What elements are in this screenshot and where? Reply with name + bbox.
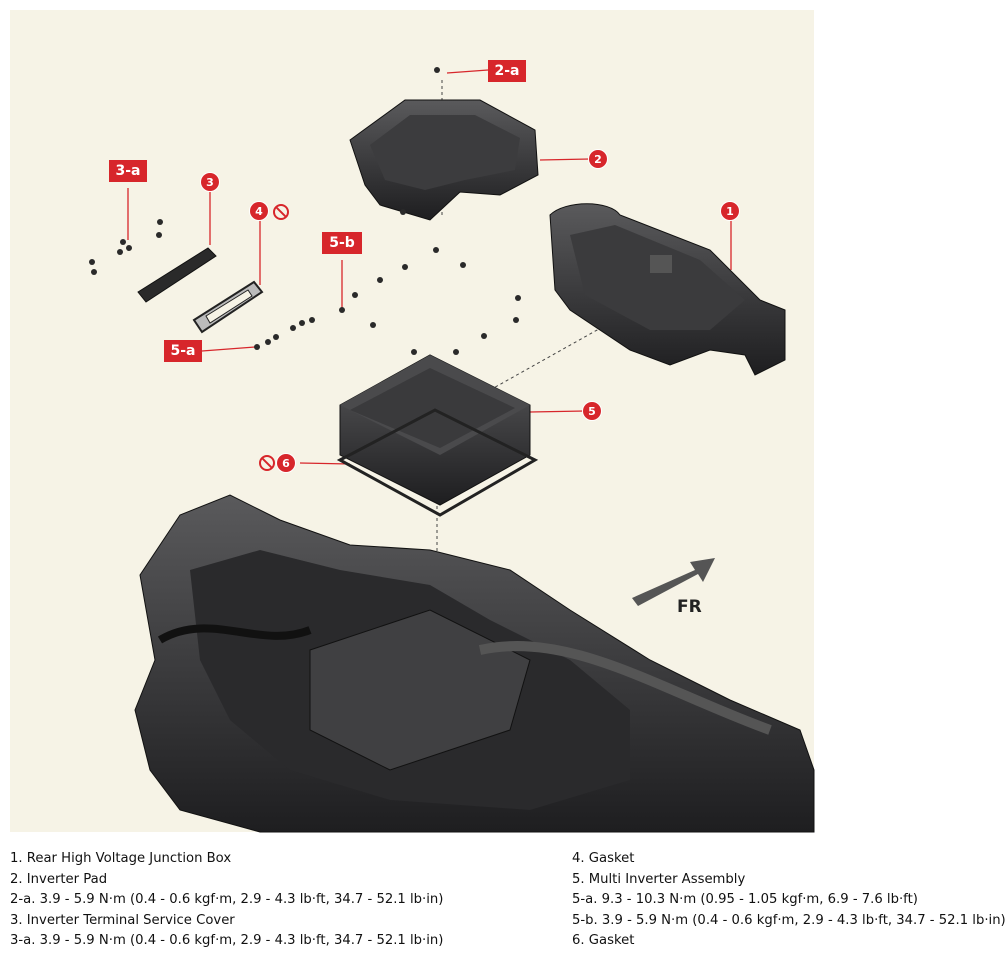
callout-4: 4	[250, 202, 268, 220]
legend-item: 5-b. 3.9 - 5.9 N·m (0.4 - 0.6 kgf·m, 2.9…	[572, 912, 1006, 928]
do-not-reuse-icon	[259, 455, 275, 471]
callout-2a: 2-a	[488, 60, 526, 82]
legend-item: 2. Inverter Pad	[10, 871, 108, 887]
multi-inverter-part	[339, 354, 531, 506]
legend-right: 4. Gasket 5. Multi Inverter Assembly 5-a…	[572, 849, 1006, 952]
legend-item: 1. Rear High Voltage Junction Box	[10, 851, 232, 866]
legend-item: 4. Gasket	[572, 851, 635, 866]
inverter-pad-part	[349, 99, 539, 221]
exploded-diagram: 2-a 2 1 3-a 3 4 5-b 5-a 5 6 FR	[10, 10, 815, 833]
callout-5b: 5-b	[322, 232, 362, 254]
legend-item: 3-a. 3.9 - 5.9 N·m (0.4 - 0.6 kgf·m, 2.9…	[10, 933, 444, 948]
legend-item: 2-a. 3.9 - 5.9 N·m (0.4 - 0.6 kgf·m, 2.9…	[10, 892, 444, 907]
callout-5: 5	[583, 402, 601, 420]
callout-3: 3	[201, 173, 219, 191]
legend-item: 6. Gasket	[572, 933, 635, 948]
callout-2: 2	[589, 150, 607, 168]
front-direction-arrow	[632, 558, 715, 606]
callout-leaders	[127, 69, 732, 465]
parts-illustration	[89, 67, 815, 833]
legend-item: 5-a. 9.3 - 10.3 N·m (0.95 - 1.05 kgf·m, …	[572, 892, 918, 907]
legend-item: 3. Inverter Terminal Service Cover	[10, 912, 235, 928]
callout-6: 6	[277, 454, 295, 472]
junction-box-part	[549, 203, 786, 376]
gasket-6-part	[336, 408, 539, 517]
rear-subframe	[134, 494, 815, 833]
bolts	[89, 67, 521, 355]
callout-5a: 5-a	[164, 340, 202, 362]
gasket-4-part	[192, 280, 264, 334]
direction-label: FR	[677, 597, 702, 617]
legend-item: 5. Multi Inverter Assembly	[572, 871, 746, 887]
callout-3a: 3-a	[109, 160, 147, 182]
callout-1: 1	[721, 202, 739, 220]
legend-left: 1. Rear High Voltage Junction Box 2. Inv…	[10, 849, 443, 952]
service-cover-part	[137, 247, 217, 303]
do-not-reuse-icon	[273, 204, 289, 220]
